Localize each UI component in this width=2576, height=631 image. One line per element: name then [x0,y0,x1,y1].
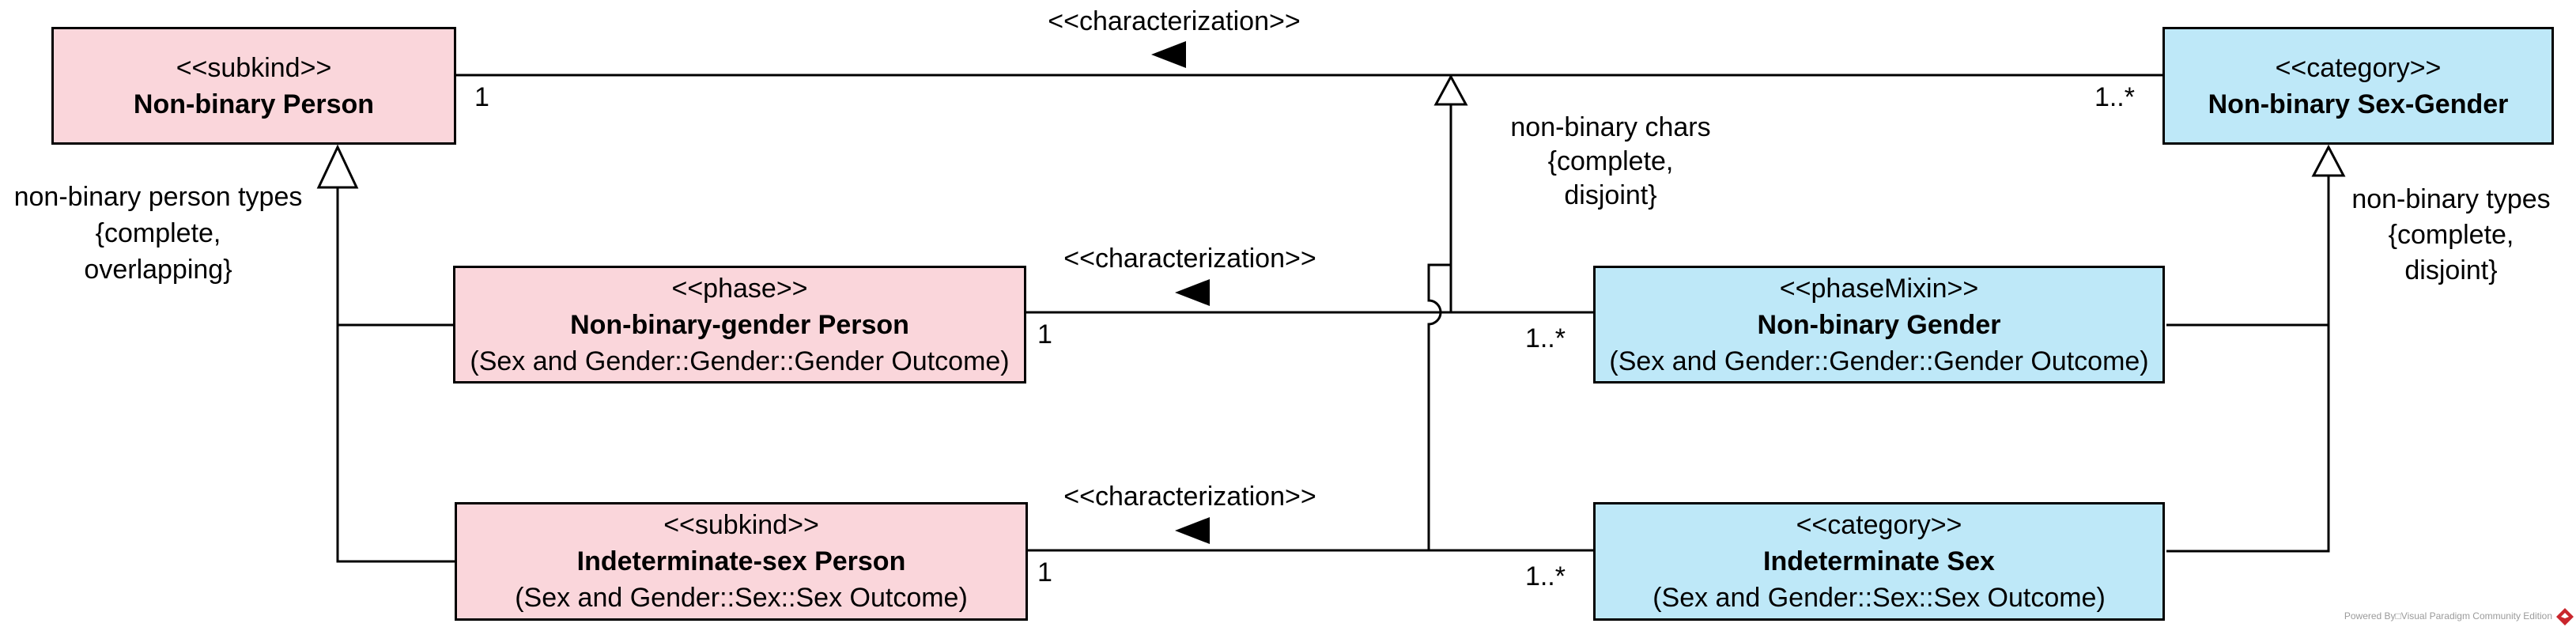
genset-constraint: {complete, [95,218,221,248]
genset-constraint: {complete, [2388,220,2514,250]
generalization-arrow-right-icon [2311,144,2346,177]
association-label-middle: <<characterization>> [1063,244,1316,274]
class-indeterminate-sex[interactable]: <<category>> Indeterminate Sex (Sex and … [1593,502,2165,621]
class-indeterminate-sex-person[interactable]: <<subkind>> Indeterminate-sex Person (Se… [455,502,1028,621]
genset-label-non-binary-types: non-binary types {complete, disjoint} [2332,182,2570,289]
class-package: (Sex and Gender::Gender::Gender Outcome) [1609,346,2149,376]
genset-constraint: overlapping} [84,255,232,285]
generalization-arrow-middle-icon [1433,74,1468,106]
class-stereotype: <<phase>> [671,273,808,304]
class-package: (Sex and Gender::Sex::Sex Outcome) [1652,583,2106,613]
class-stereotype: <<phaseMixin>> [1779,273,1979,304]
reading-direction-arrow-bottom-icon [1175,517,1210,544]
genset-constraint: disjoint} [2404,255,2498,285]
class-name: Non-binary Person [133,89,375,119]
association-label-bottom: <<characterization>> [1063,482,1316,512]
class-name: Non-binary Gender [1757,309,2001,340]
class-name: Non-binary-gender Person [570,309,909,340]
visual-paradigm-logo-icon[interactable] [2555,607,2574,626]
genset-name: non-binary types [2351,184,2551,214]
class-name: Non-binary Sex-Gender [2208,89,2509,119]
generalization-line-right[interactable] [2166,176,2330,553]
class-non-binary-gender-person[interactable]: <<phase>> Non-binary-gender Person (Sex … [453,266,1026,384]
class-non-binary-person[interactable]: <<subkind>> Non-binary Person [51,27,456,145]
class-name: Indeterminate Sex [1763,546,1995,576]
genset-name: non-binary person types [13,182,303,212]
multiplicity-top-target: 1..* [2094,82,2135,112]
powered-by-watermark[interactable]: Powered By□Visual Paradigm Community Edi… [2344,610,2552,622]
class-non-binary-gender[interactable]: <<phaseMixin>> Non-binary Gender (Sex an… [1593,266,2165,384]
reading-direction-arrow-middle-icon [1175,279,1210,306]
class-name: Indeterminate-sex Person [576,546,906,576]
class-non-binary-sex-gender[interactable]: <<category>> Non-binary Sex-Gender [2162,27,2554,145]
genset-name: non-binary chars [1510,112,1711,142]
generalization-line-left[interactable] [336,187,455,563]
genset-constraint: disjoint} [1564,180,1657,210]
generalization-line-middle-branch[interactable] [1427,263,1451,550]
association-label-top: <<characterization>> [1048,6,1301,36]
class-stereotype: <<category>> [2275,52,2442,83]
reading-direction-arrow-top-icon [1151,41,1186,68]
multiplicity-middle-target: 1..* [1524,323,1566,353]
genset-constraint: {complete, [1547,146,1674,176]
multiplicity-top-source: 1 [474,82,489,112]
generalization-arrow-left-icon [316,144,359,189]
multiplicity-bottom-source: 1 [1037,557,1052,588]
multiplicity-middle-source: 1 [1037,319,1052,350]
class-package: (Sex and Gender::Gender::Gender Outcome) [470,346,1010,376]
class-stereotype: <<subkind>> [176,52,332,83]
class-stereotype: <<subkind>> [663,510,819,540]
genset-label-non-binary-chars: non-binary chars {complete, disjoint} [1472,111,1749,213]
multiplicity-bottom-target: 1..* [1524,561,1566,591]
class-stereotype: <<category>> [1796,510,1962,540]
class-package: (Sex and Gender::Sex::Sex Outcome) [515,583,968,613]
genset-label-person-types: non-binary person types {complete, overl… [0,179,316,288]
